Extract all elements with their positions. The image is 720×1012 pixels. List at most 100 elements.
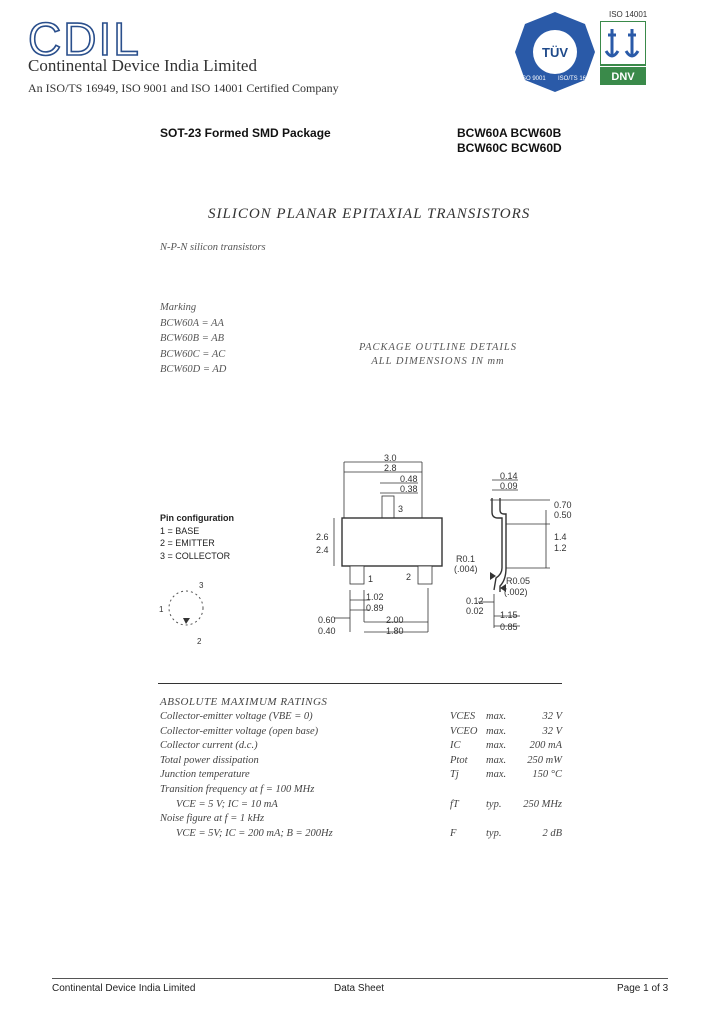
table-row: Collector-emitter voltage (VBE = 0) VCES… [160,711,562,726]
dim-label: (.004) [454,564,478,574]
dim-label: 0.85 [500,622,518,632]
ratings-value: 32 V [542,725,562,737]
dnv-iso-label: ISO 14001 [609,10,648,19]
ratings-divider [158,683,562,684]
ratings-param: Total power dissipation [160,754,259,766]
package-name: SOT-23 Formed SMD Package [160,126,331,140]
marking-row: BCW60B = AB [160,333,225,344]
table-row: Total power dissipation Ptot max. 250 mW [160,755,562,770]
part-numbers-1: BCW60A BCW60B [457,126,562,140]
footer-company: Continental Device India Limited [52,983,196,994]
outline-line-1: PACKAGE OUTLINE DETAILS [359,342,517,353]
footer-divider [52,978,668,979]
tuv-badge: TÜV ISO 9001 ISO/TS 16949 [515,12,597,92]
pin-label-2: 2 [197,637,202,646]
tuv-badge-right: ISO/TS 16949 [558,76,597,82]
package-front-view: 3.0 2.8 0.48 0.38 3 2.6 2.4 1 2 1.02 0.8… [316,453,443,636]
tuv-badge-center: TÜV [542,45,568,60]
ratings-param: Collector-emitter voltage (open base) [160,725,319,737]
ratings-symbol: VCES [450,711,476,722]
pin-number-2: 2 [406,572,411,582]
pin-diagram: 3 1 2 [159,581,204,646]
ratings-condition: max. [486,711,507,722]
dnv-badge: DNV [600,21,646,85]
outline-note: PACKAGE OUTLINE DETAILS ALL DIMENSIONS I… [358,341,518,369]
ratings-param: Transition frequency at f = 100 MHz [160,783,315,795]
tuv-badge-left: ISO 9001 [520,76,546,82]
dim-label: 1.2 [554,543,567,553]
ratings-param: Junction temperature [160,769,250,781]
outline-line-2: ALL DIMENSIONS IN mm [371,356,505,367]
ratings-param: Collector-emitter voltage (VBE = 0) [160,711,313,722]
ratings-condition: max. [486,769,507,781]
dim-label: 0.09 [500,481,518,491]
marking-row: BCW60C = AC [160,348,226,360]
ratings-symbol: Ptot [450,754,468,766]
marking-heading: Marking [160,302,197,313]
cdil-logo: CDIL [27,13,141,65]
marking-row: BCW60D = AD [160,364,227,375]
ratings-symbol: F [450,827,457,839]
dim-label: 0.12 [466,596,484,606]
dim-label: 0.38 [400,484,418,494]
ratings-symbol: VCEO [450,725,478,737]
ratings-symbol: Tj [450,769,459,781]
ratings-param: VCE = 5 V; IC = 10 mA [176,798,278,810]
dim-label: 2.6 [316,532,329,542]
footer-page: Page 1 of 3 [617,983,669,994]
dim-label: (.002) [504,587,528,597]
ratings-condition [486,784,520,799]
dim-label: 0.48 [400,474,418,484]
marking-block: Marking BCW60A = AA BCW60B = AB BCW60C =… [160,300,226,378]
pin-number-1: 1 [368,574,373,584]
marking-row: BCW60A = AA [160,317,224,329]
page-title: SILICON PLANAR EPITAXIAL TRANSISTORS [208,206,531,222]
ratings-symbol: IC [450,740,461,752]
ratings-table: Collector-emitter voltage (VBE = 0) VCES… [160,711,562,842]
ratings-condition [486,813,520,828]
ratings-param: VCE = 5V; IC = 200 mA; B = 200Hz [176,827,333,839]
pin-label-3: 3 [199,581,204,590]
ratings-value [520,813,562,828]
ratings-condition: typ. [486,827,502,839]
dim-label: 1.80 [386,626,404,636]
dnv-label: DNV [611,71,635,83]
dim-label: 1.15 [500,610,518,620]
ratings-value: 150 °C [532,769,562,781]
table-row: Transition frequency at f = 100 MHz [160,784,562,799]
table-row: Collector-emitter voltage (open base) VC… [160,726,562,741]
table-row: VCE = 5 V; IC = 10 mA fT typ. 250 MHz [160,799,562,814]
dim-label: 0.02 [466,606,484,616]
footer-doc-type: Data Sheet [334,983,385,994]
dim-label: R0.05 [506,576,530,586]
dim-label: 0.40 [318,626,336,636]
table-row: Junction temperature Tj max. 150 °C [160,769,562,784]
dim-label: 1.02 [366,592,384,602]
table-row: Noise figure at f = 1 kHz [160,813,562,828]
ratings-value: 250 MHz [523,798,562,810]
dim-label: 0.14 [500,471,518,481]
dim-label: 2.8 [384,463,397,473]
pin-row: 3 = COLLECTOR [160,550,231,561]
company-name: Continental Device India Limited [28,56,257,75]
dim-label: 0.60 [318,615,336,625]
ratings-value: 250 mW [527,754,562,766]
package-side-view: 0.14 0.09 0.70 0.50 1.4 1.2 R0.1 (.004) … [454,471,572,632]
part-numbers-2: BCW60C BCW60D [457,141,562,155]
pin-config-heading: Pin configuration [160,513,234,523]
dim-label: 1.4 [554,532,567,542]
dim-label: 2.00 [386,615,404,625]
dim-label: R0.1 [456,554,475,564]
pin-config-block: Pin configuration 1 = BASE 2 = EMITTER 3… [160,512,234,562]
dim-label: 0.70 [554,500,572,510]
dim-label: 2.4 [316,545,329,555]
ratings-condition: max. [486,740,507,752]
dim-label: 0.50 [554,510,572,520]
table-row: Collector current (d.c.) IC max. 200 mA [160,740,562,755]
pin-row: 1 = BASE [160,525,200,536]
table-row: VCE = 5V; IC = 200 mA; B = 200Hz F typ. … [160,828,562,843]
ratings-param: Noise figure at f = 1 kHz [160,813,265,825]
pin-row: 2 = EMITTER [160,538,215,548]
pin-number-3: 3 [398,504,403,514]
dim-label: 3.0 [384,453,397,463]
